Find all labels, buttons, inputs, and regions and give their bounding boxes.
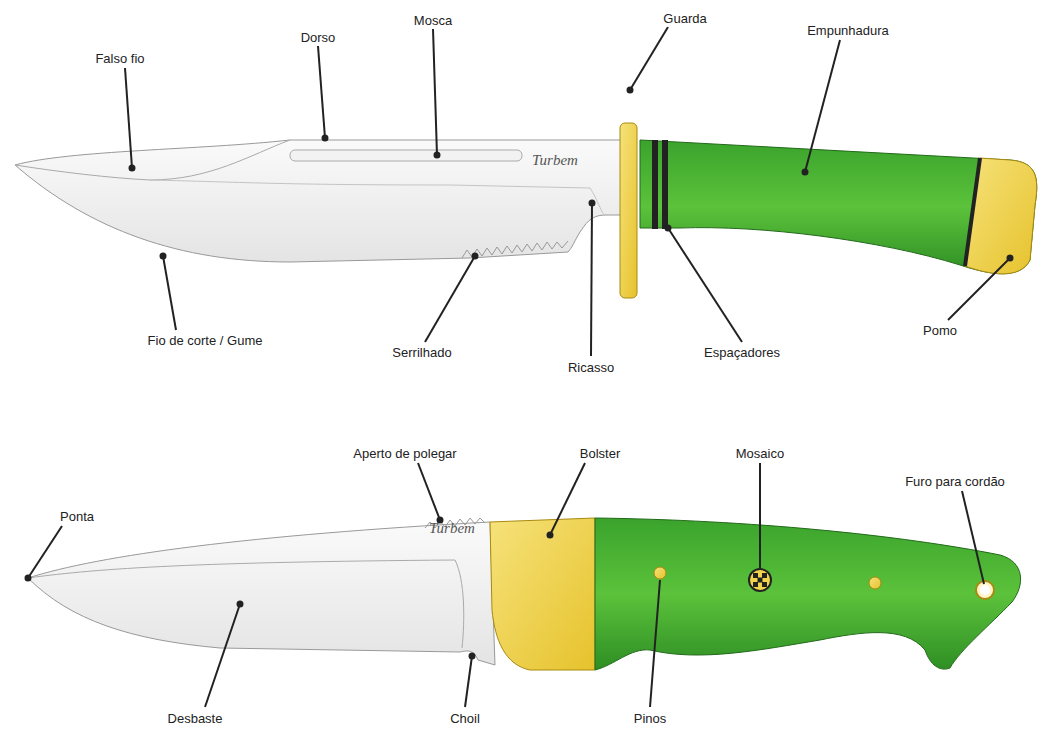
part-label: Mosca — [411, 12, 455, 29]
part-label: Empunhadura — [804, 22, 892, 39]
part-label: Falso fio — [92, 50, 147, 67]
part-label: Desbaste — [165, 710, 226, 727]
part-label: Bolster — [577, 445, 623, 462]
brand-logo: Turbem — [532, 153, 578, 168]
part-label: Guarda — [660, 10, 709, 27]
part-label: Espaçadores — [701, 344, 783, 361]
part-label: Ricasso — [565, 359, 617, 376]
part-label: Serrilhado — [389, 344, 454, 361]
part-label: Fio de corte / Gume — [145, 332, 266, 349]
part-label: Furo para cordão — [902, 473, 1008, 490]
part-label: Aperto de polegar — [350, 445, 459, 462]
part-label: Pinos — [631, 710, 670, 727]
part-label: Pomo — [920, 322, 960, 339]
leader-lines — [26, 27, 1013, 707]
part-label: Choil — [447, 710, 483, 727]
brand-logo: Turbem — [429, 521, 475, 536]
part-label: Mosaico — [733, 445, 787, 462]
part-label: Dorso — [298, 29, 339, 46]
part-label: Ponta — [57, 508, 97, 525]
